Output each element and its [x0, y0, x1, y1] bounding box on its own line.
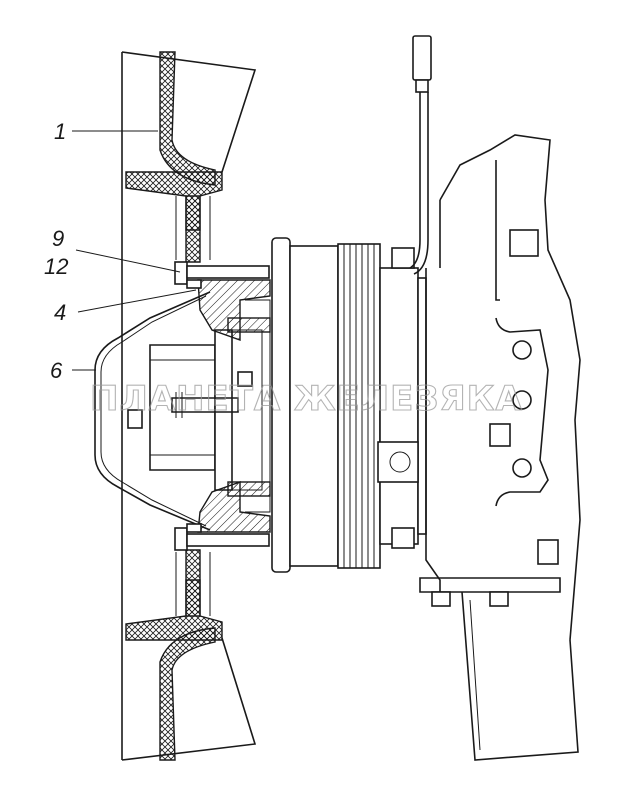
callout-12: 12 — [44, 254, 68, 279]
leader-lines — [72, 130, 197, 371]
watermark-text: ПЛАНЕТА ЖЕЛЕЗЯКА — [90, 379, 523, 419]
mounting-flange — [174, 261, 271, 551]
callout-9: 9 — [52, 226, 64, 251]
callout-4: 4 — [54, 300, 66, 325]
electrical-connector — [409, 35, 432, 275]
callout-1: 1 — [54, 119, 66, 144]
viscous-clutch-pulley — [271, 237, 427, 573]
callout-6: 6 — [50, 358, 63, 383]
fan-hub-cover — [94, 291, 253, 531]
fan-blade — [121, 51, 257, 761]
engine-housing — [419, 134, 581, 761]
